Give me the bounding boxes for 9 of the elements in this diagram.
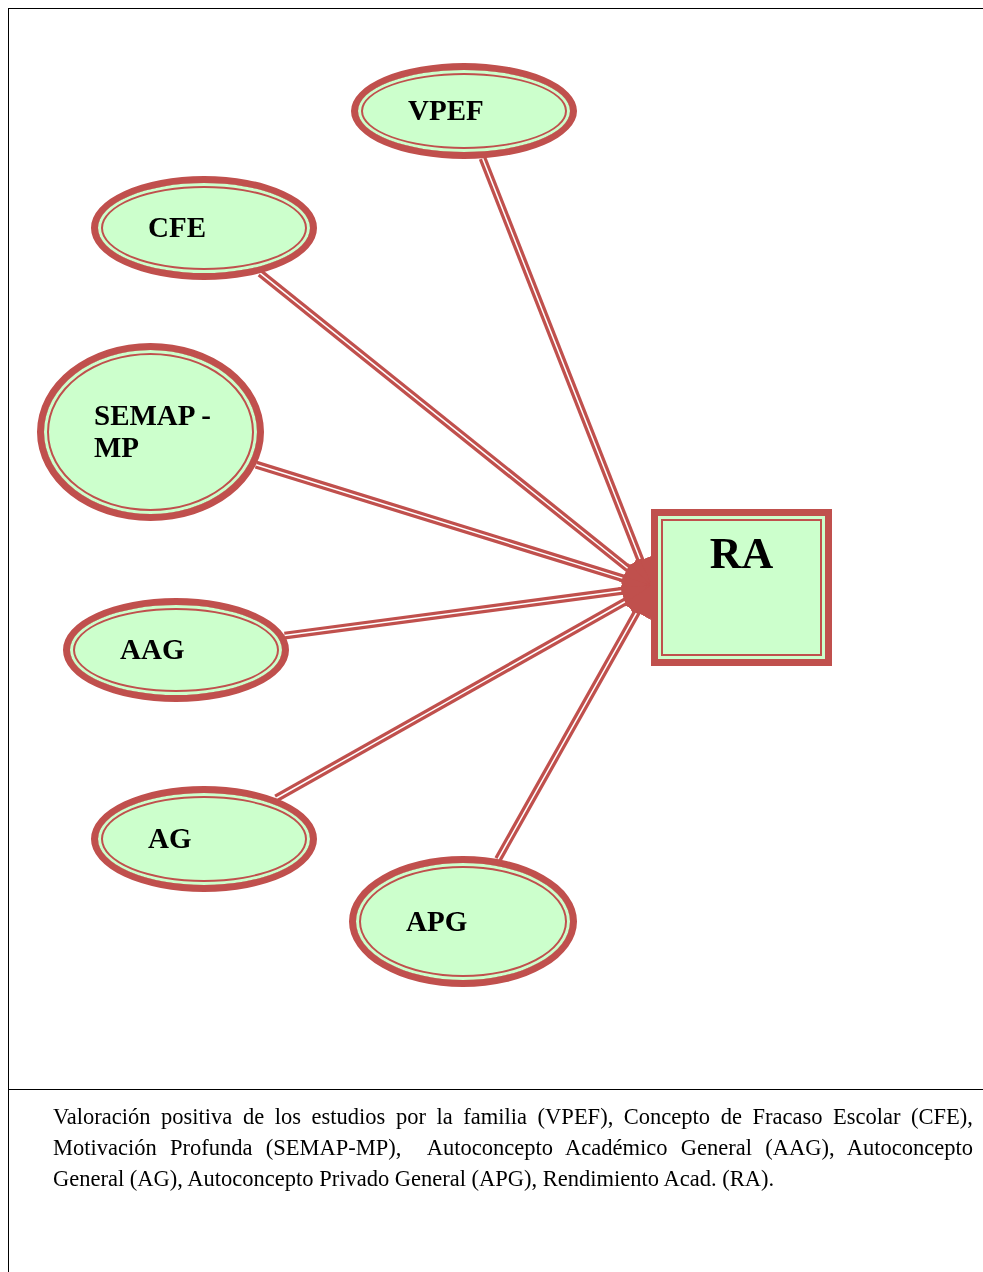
rectangle-node — [651, 509, 832, 666]
node-label: AAG — [120, 634, 185, 666]
node-label: SEMAP -MP — [94, 400, 212, 464]
caption: Valoración positiva de los estudios por la familia (VPEF), Concepto de Fracaso Escolar (CFE), Motivación Profunda (SEMAP-MP), Autoconcepto Académico General (AAG), Autoconcepto General (AG), Autoconcepto Privado General (APG), Rendimiento Acad. (RA). — [53, 1103, 973, 1193]
node-label: CFE — [148, 212, 206, 244]
node-label: APG — [406, 905, 468, 938]
node-label: AG — [148, 823, 192, 855]
node-label: VPEF — [408, 95, 484, 127]
node-label: RA — [709, 530, 774, 579]
